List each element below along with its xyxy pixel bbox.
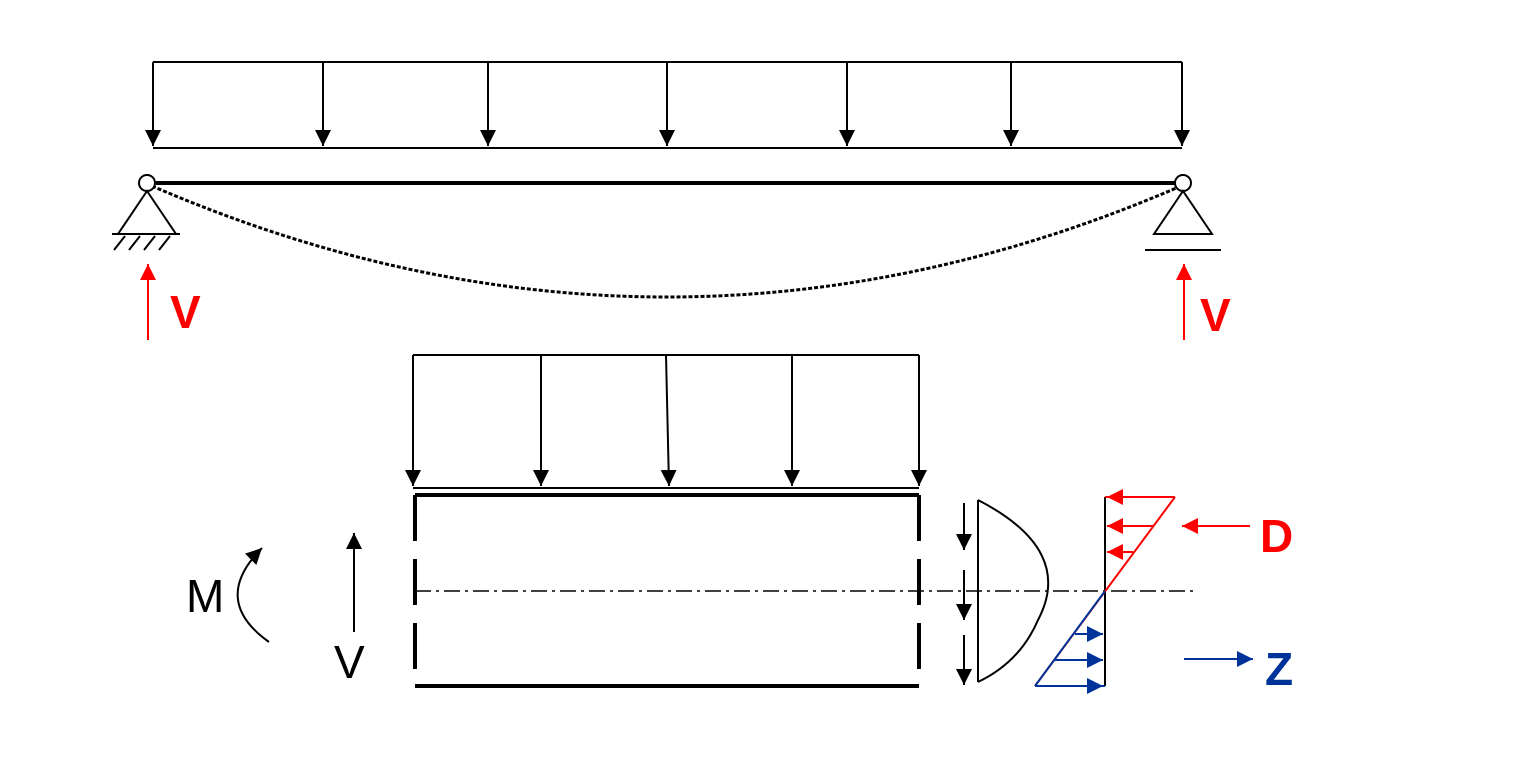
shear-label: V [334,636,365,688]
shear-stress-distribution [956,499,1050,685]
distributed-load-segment [405,354,927,489]
compression-label: D [1260,510,1293,562]
reaction-label-left: V [170,286,201,338]
pin-support-left [112,174,180,251]
tension-label: Z [1265,643,1293,695]
moment-arrow [236,547,270,643]
distributed-load-top [145,61,1190,149]
deflection-curve [151,184,1182,299]
roller-support-right [1145,174,1221,251]
moment-label: M [186,570,224,622]
tension-stress-block [1034,590,1106,694]
reaction-label-right: V [1200,289,1231,341]
